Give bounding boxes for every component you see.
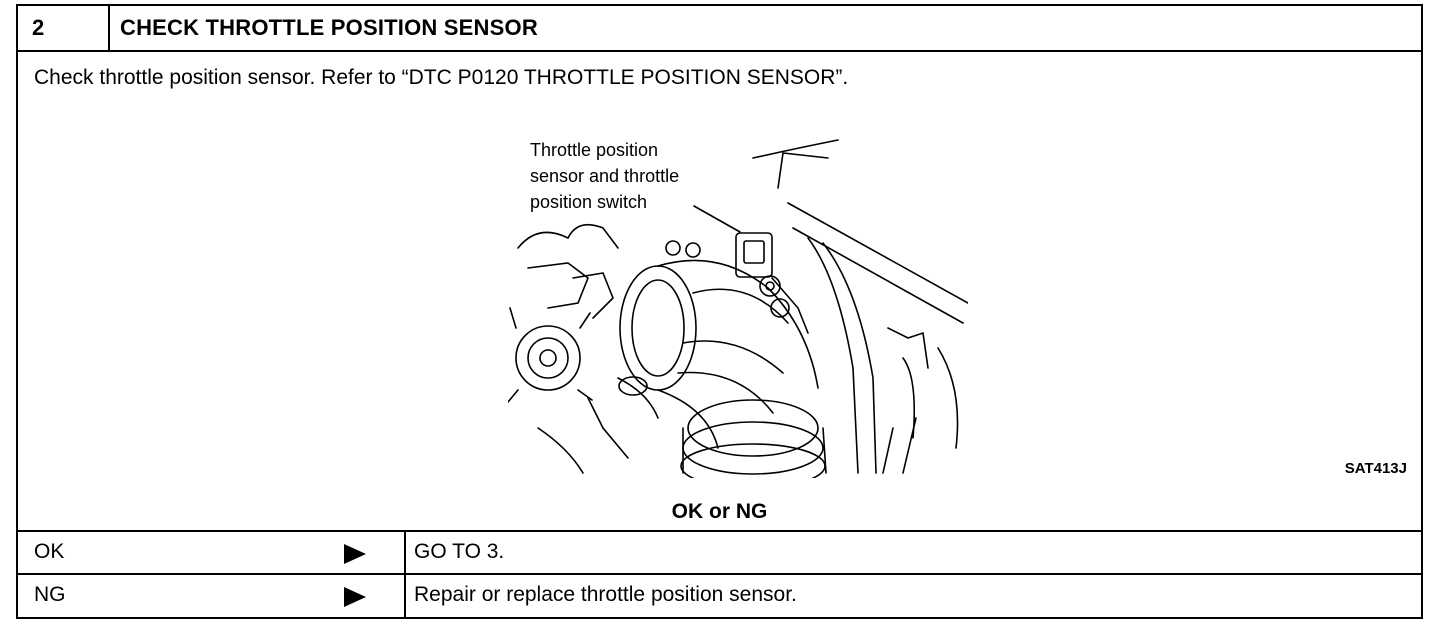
figure-callout-line-2: sensor and throttle (530, 166, 679, 186)
row-divider (404, 575, 406, 619)
result-row-ok: OK GO TO 3. (18, 530, 1421, 574)
figure-code: SAT413J (1344, 460, 1407, 477)
result-label: OK (34, 540, 65, 563)
row-divider (404, 532, 406, 574)
result-label: NG (34, 583, 66, 606)
throttle-body-illustration: Throttle position sensor and throttle po… (508, 139, 968, 478)
diagnostic-step-table: 2 CHECK THROTTLE POSITION SENSOR Check t… (16, 4, 1423, 619)
figure-callout-line-1: Throttle position (530, 140, 658, 160)
result-action: Repair or replace throttle position sens… (414, 583, 797, 606)
figure-callout-line-3: position switch (530, 192, 647, 212)
step-number: 2 (18, 6, 110, 50)
result-row-ng: NG Repair or replace throttle position s… (18, 573, 1421, 619)
ok-ng-question: OK or NG (671, 500, 768, 523)
step-header: 2 CHECK THROTTLE POSITION SENSOR (18, 6, 1421, 52)
step-instruction: Check throttle position sensor. Refer to… (34, 66, 849, 89)
arrow-right-icon (344, 587, 366, 607)
step-title: CHECK THROTTLE POSITION SENSOR (120, 15, 538, 40)
result-action: GO TO 3. (414, 540, 505, 563)
arrow-right-icon (344, 544, 366, 564)
